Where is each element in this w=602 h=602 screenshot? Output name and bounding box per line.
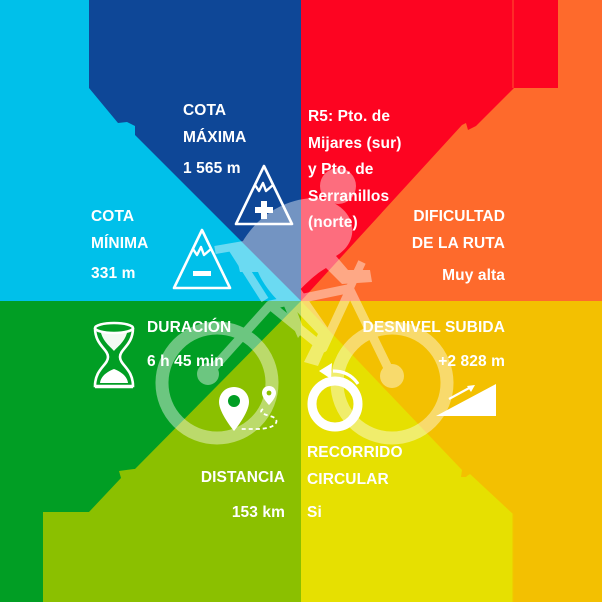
recorrido-label-line2: CIRCULAR: [307, 470, 389, 488]
segment-distancia: [43, 301, 301, 602]
cota-maxima-value: 1 565 m: [183, 160, 241, 177]
cota-minima-label: COTA MÍNIMA: [91, 204, 148, 257]
route-name: R5: Pto. de Mijares (sur) y Pto. de Serr…: [308, 104, 401, 237]
route-name-line: Mijares (sur): [308, 134, 402, 152]
rear-wheel-icon: [155, 321, 279, 445]
cyclist-silhouette: [155, 168, 454, 445]
cota-minima-label-line1: COTA: [91, 208, 135, 225]
recorrido-label-line1: RECORRIDO: [307, 444, 403, 461]
mountain-plus-icon: [234, 164, 294, 226]
dificultad-label-line2: DE LA RUTA: [411, 234, 505, 252]
route-pin-icon: [219, 386, 278, 431]
duracion-value: 6 h 45 min: [147, 353, 224, 370]
dificultad-label: DIFICULTAD DE LA RUTA: [412, 204, 505, 257]
segment-recorrido: [301, 301, 513, 602]
segment-route-name: [301, 0, 558, 301]
cota-minima-value: 331 m: [91, 265, 136, 282]
route-name-line: R5: Pto. de: [308, 108, 391, 125]
duracion-label: DURACIÓN: [147, 319, 232, 336]
distancia-label: DISTANCIA: [200, 469, 285, 486]
cota-maxima-label-line2: MÁXIMA: [183, 128, 247, 146]
cota-maxima-label-line1: COTA: [183, 102, 227, 119]
cota-minima-label-line2: MÍNIMA: [91, 234, 149, 252]
dificultad-value: Muy alta: [442, 267, 505, 284]
circular-arrow-icon: [307, 363, 363, 432]
recorrido-value: Si: [307, 504, 322, 521]
segment-cota-maxima: [89, 0, 301, 301]
route-name-line: Serranillos: [308, 187, 390, 205]
recorrido-label: RECORRIDO CIRCULAR: [307, 440, 403, 493]
distancia-value: 153 km: [231, 504, 285, 521]
route-name-line: (norte): [308, 214, 358, 231]
cota-maxima-label: COTA MÁXIMA: [183, 98, 246, 151]
hourglass-icon: [93, 321, 135, 389]
dificultad-label-line1: DIFICULTAD: [413, 208, 505, 225]
desnivel-label: DESNIVEL SUBIDA: [362, 319, 505, 336]
mountain-minus-icon: [172, 228, 232, 290]
desnivel-value: +2 828 m: [438, 353, 505, 370]
route-name-line: y Pto. de: [308, 161, 374, 178]
slope-up-icon: [436, 384, 496, 416]
